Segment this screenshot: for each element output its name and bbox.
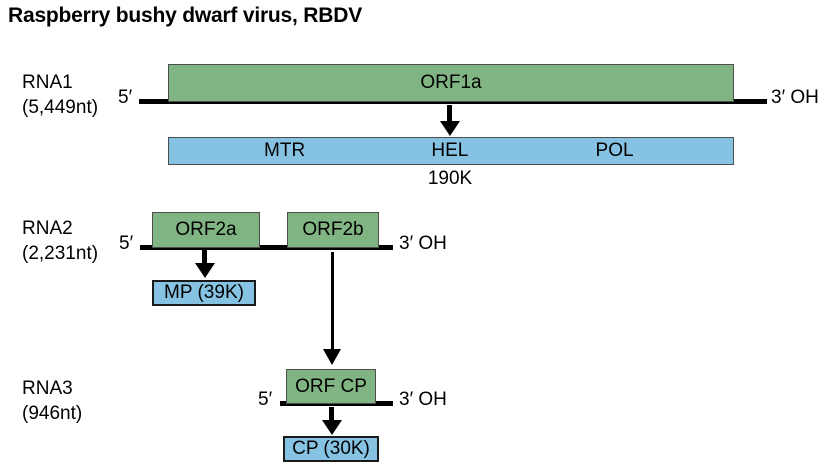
orf-box-orfcp: ORF CP (286, 369, 376, 404)
rna3-length: (946nt) (22, 403, 83, 424)
protein-chip-cp: CP (30K) (283, 436, 379, 462)
rna1-length: (5,449nt) (22, 97, 99, 118)
rna2-to-rna3-arrow-head (323, 349, 341, 365)
rna1-translation-arrow-shaft (447, 105, 452, 122)
rna2-three-prime-label: 3′ OH (399, 233, 447, 254)
rna2-length: (2,231nt) (22, 243, 99, 264)
rna3-three-prime-label: 3′ OH (399, 389, 447, 410)
rna3-cp-arrow-head (322, 420, 342, 435)
rna2-to-rna3-arrow-shaft (331, 252, 334, 350)
rna3-label: RNA3 (946nt) (22, 376, 82, 426)
domain-hel: HEL (431, 140, 469, 161)
orf2b-label: ORF2b (302, 219, 364, 240)
rna3-name: RNA3 (22, 378, 73, 399)
rna2-label: RNA2 (2,231nt) (22, 216, 98, 266)
rna2-backbone (140, 245, 393, 250)
orf2a-label: ORF2a (175, 219, 237, 240)
figure-title: Raspberry bushy dwarf virus, RBDV (8, 4, 362, 27)
rna1-five-prime-label: 5′ (118, 87, 133, 108)
orf1a-label: ORF1a (420, 72, 482, 93)
orf-box-orf2a: ORF2a (152, 212, 260, 248)
rna1-name: RNA1 (22, 72, 73, 93)
protein-chip-mp: MP (39K) (152, 280, 256, 306)
orfcp-label: ORF CP (295, 375, 367, 397)
rna2-mp-arrow-shaft (202, 250, 207, 264)
rna1-translation-arrow-head (440, 121, 460, 136)
cp-label: CP (30K) (292, 438, 370, 459)
orf-box-orf2b: ORF2b (287, 212, 379, 248)
rna1-three-prime-label: 3′ OH (771, 87, 819, 108)
protein-bar-190k: MTR HEL POL (168, 137, 734, 165)
mp-label: MP (39K) (164, 282, 244, 303)
rna3-cp-arrow-shaft (329, 407, 334, 421)
rna2-five-prime-label: 5′ (119, 233, 134, 254)
rna1-label: RNA1 (5,449nt) (22, 70, 98, 120)
orf-box-orf1a: ORF1a (168, 64, 734, 102)
rna2-mp-arrow-head (195, 263, 215, 278)
rna2-name: RNA2 (22, 218, 73, 239)
domain-pol: POL (595, 140, 634, 161)
domain-mtr: MTR (264, 140, 306, 161)
rna3-five-prime-label: 5′ (258, 389, 273, 410)
protein-size-190k: 190K (427, 168, 473, 189)
